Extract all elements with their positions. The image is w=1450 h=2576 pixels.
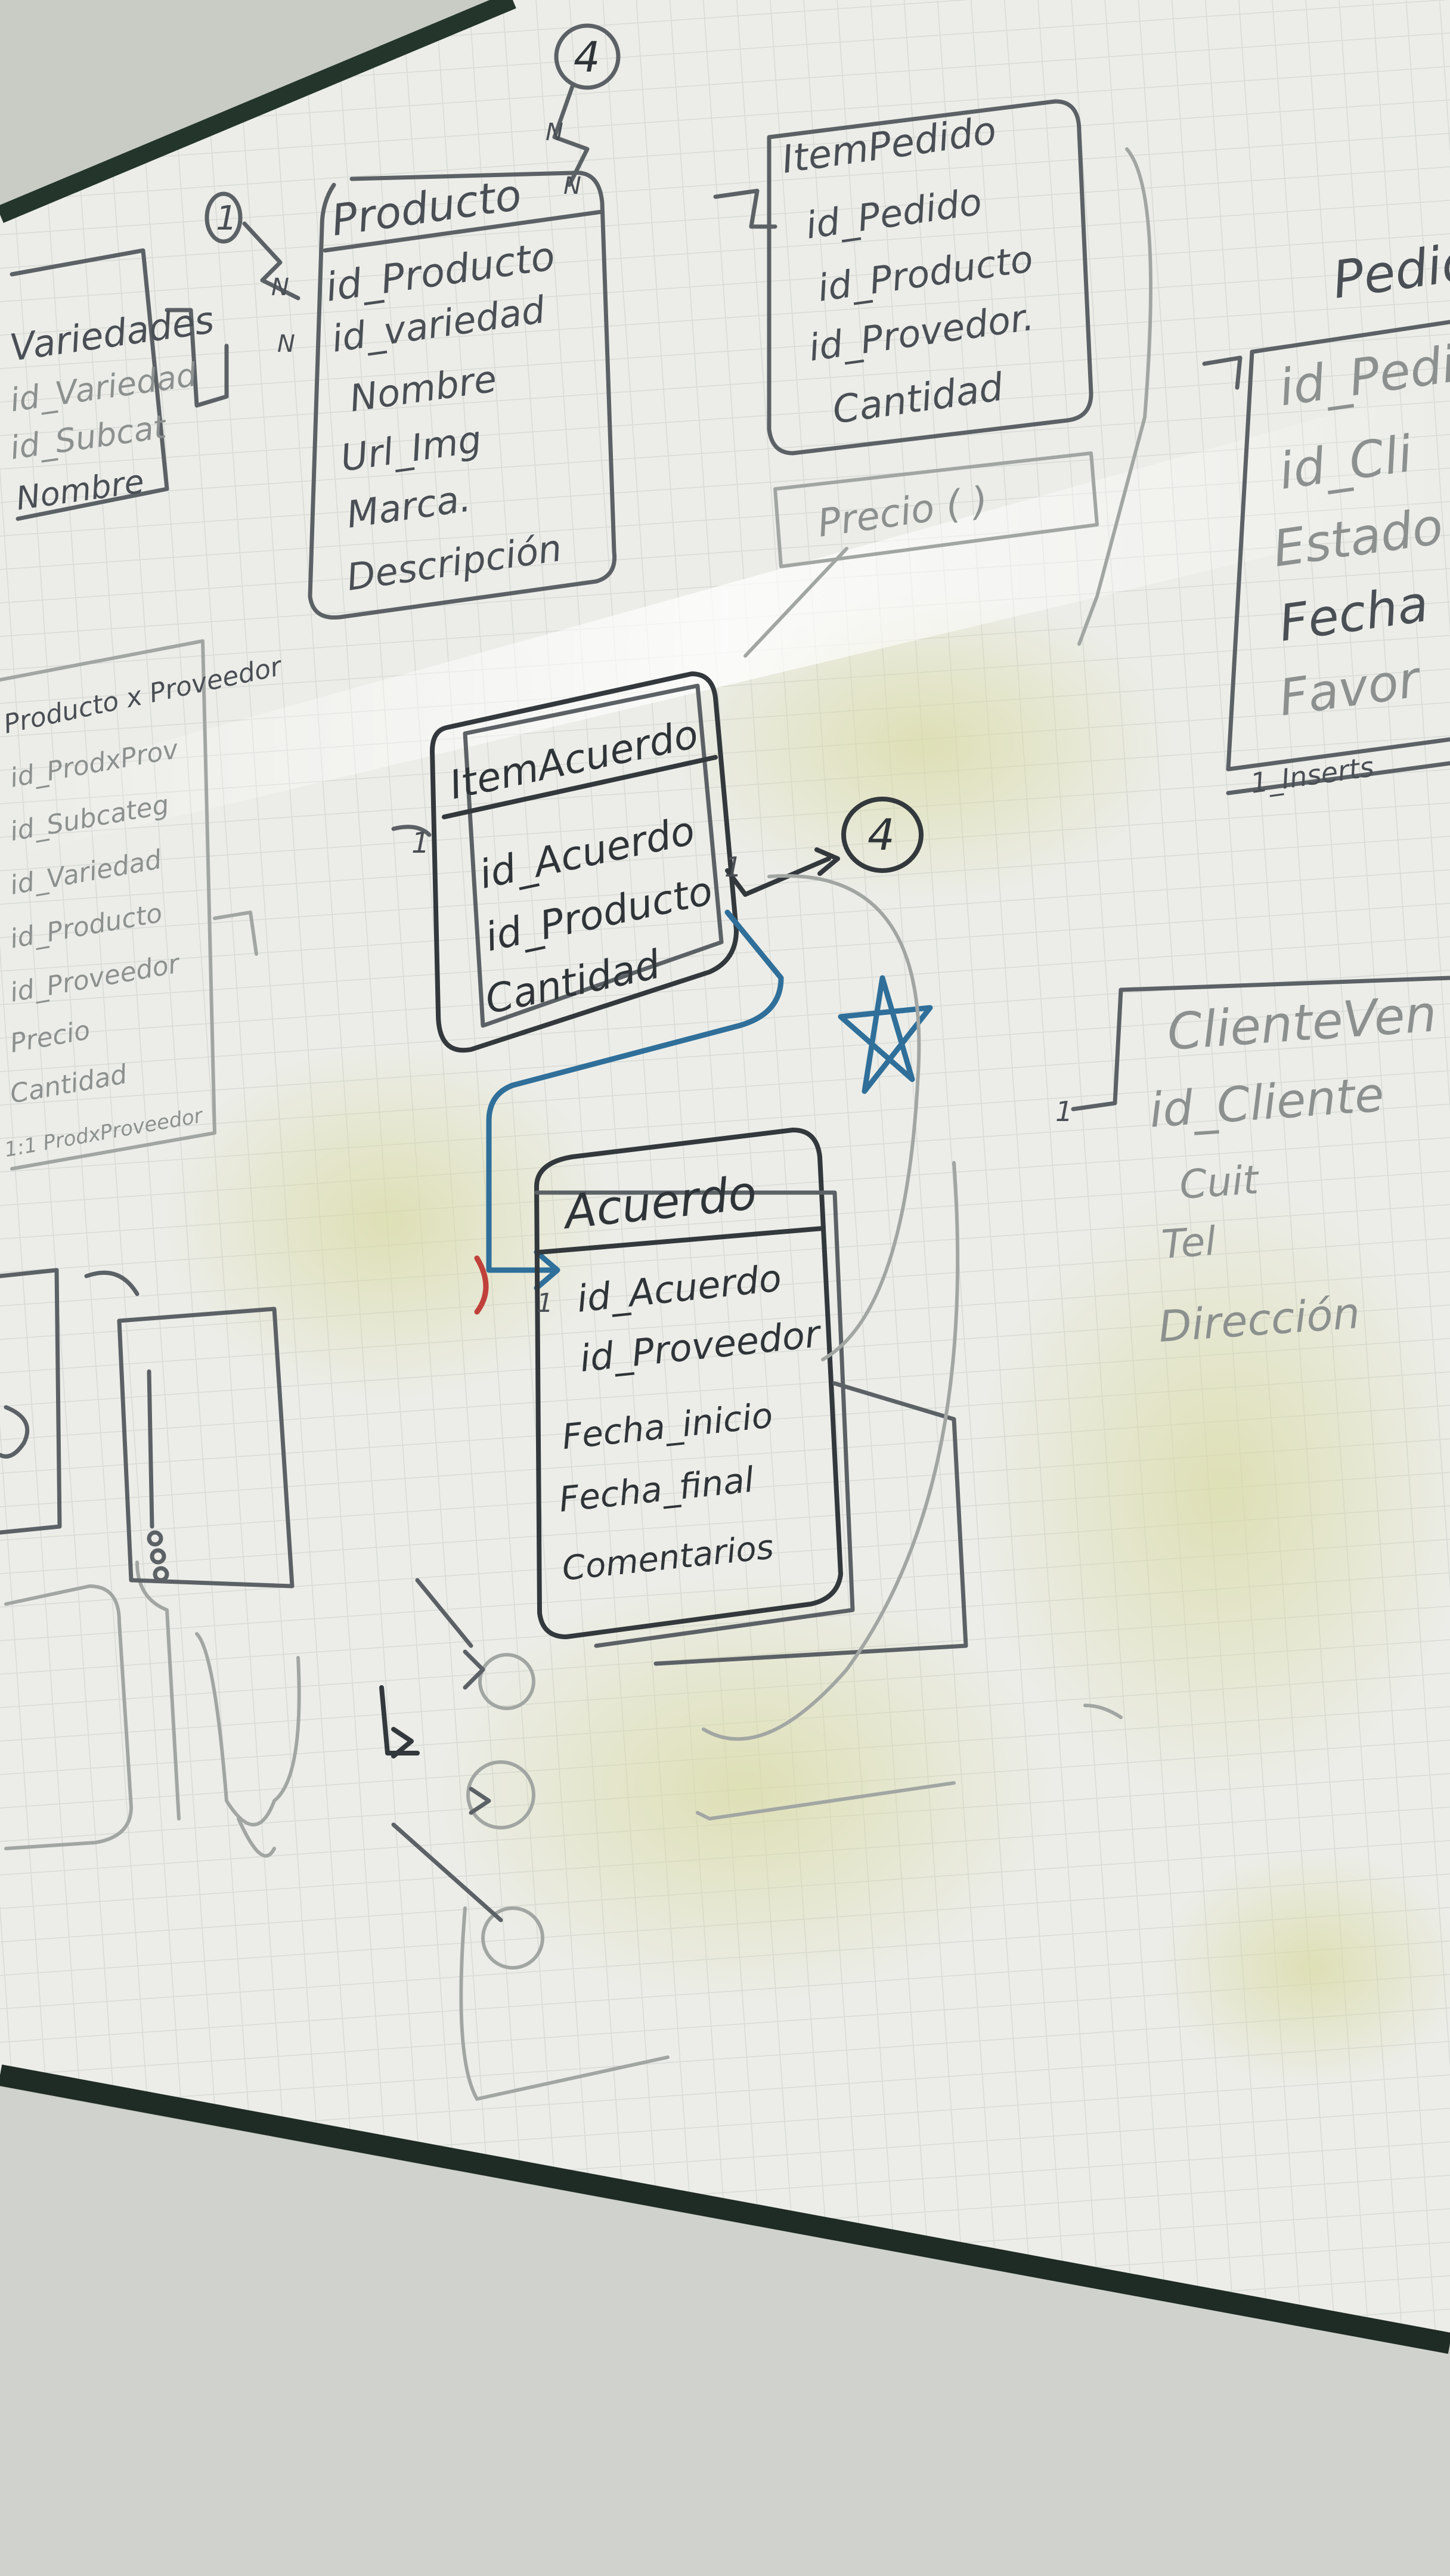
wall-below-board [0, 2087, 1450, 2576]
mark-one: 1 [216, 199, 237, 238]
star-icon [838, 975, 933, 1094]
entity-field: Tel [1160, 1218, 1218, 1268]
circle-label: 4 [574, 33, 600, 82]
entity-acuerdo: Acuerdo id_Acuerdo id_Proveedor Fecha_in… [534, 1128, 968, 1666]
board-stain [161, 1044, 614, 1401]
connector-circle-4-top: 4 N N [546, 23, 621, 200]
board-stain [1157, 1849, 1450, 2087]
board-stain [972, 1181, 1450, 1801]
light-glare [0, 382, 1450, 859]
mark-one: 1 [1055, 1095, 1073, 1128]
mark-n: N [563, 172, 581, 200]
title-underline [442, 755, 718, 819]
entity-field: Cuit [1178, 1157, 1261, 1208]
board-frame-bottom [0, 2064, 1450, 2354]
faint-sketch-lines [4, 547, 960, 2101]
title-underline [323, 209, 605, 253]
circle-label: 4 [867, 810, 895, 860]
small-sketch-area [0, 1268, 544, 1970]
mark-one: 1 [537, 1288, 553, 1318]
mark-one: 1 [724, 851, 742, 883]
board-stain [435, 1574, 1055, 2004]
title-underline [537, 1226, 825, 1255]
arrow-icon [725, 856, 831, 897]
board-frame-top [0, 0, 516, 223]
cardinality-left-producto: 1 N N [205, 191, 300, 358]
mark-n: N [277, 330, 295, 358]
connector-circle-4-right: 1 4 [724, 797, 924, 897]
mark-n: N [546, 119, 563, 146]
mark-one: 1 [411, 826, 430, 860]
relationship-itemacuerdo-acuerdo [474, 909, 784, 1315]
mark-n: N [271, 274, 289, 301]
